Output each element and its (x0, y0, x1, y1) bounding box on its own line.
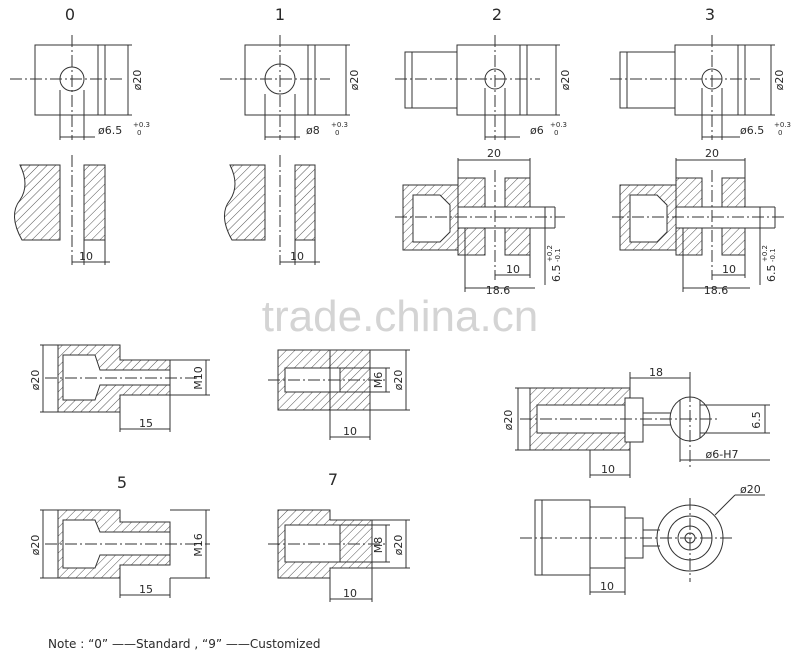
dim-len-type2: 10 (506, 263, 520, 276)
dim-len-type0: 10 (79, 250, 93, 263)
dim-hole-tol-lo-type0: 0 (137, 129, 141, 137)
m16-part-view (40, 509, 210, 598)
dim-len186-type3: 18.6 (704, 284, 729, 297)
dim-thread-m10: M10 (192, 366, 205, 390)
dim-len186-type2: 18.6 (486, 284, 511, 297)
type-number-7: 7 (328, 470, 338, 489)
dim-hole-type1: ø8 (306, 124, 320, 137)
type-number-5: 5 (117, 473, 127, 492)
dim-len-m16: 15 (139, 583, 153, 596)
type3-front-view (610, 35, 775, 140)
m10-part-view (40, 344, 210, 432)
dim-d20-ball-joint: ø20 (502, 410, 515, 431)
dim-len-m8: 10 (343, 587, 357, 600)
dim-thread-m16: M16 (192, 533, 205, 557)
dim-len-top-view: 10 (600, 580, 614, 593)
type2-section-view (395, 158, 565, 292)
dim-hole-type3: ø6.5 (740, 124, 764, 137)
dim-hole-type0: ø6.5 (98, 124, 122, 137)
dim-hole-tol-up-type0: +0.3 (133, 121, 150, 129)
dim-d20-type1: ø20 (348, 70, 361, 91)
dim-hole-type2: ø6 (530, 124, 544, 137)
type3-section-view (612, 158, 785, 292)
dim-width-type3: 20 (705, 147, 719, 160)
footer-note: Note : “0” ——Standard , “9” ——Customized (48, 637, 320, 651)
type-number-0: 0 (65, 5, 75, 24)
dim-len-ball-joint-10: 10 (601, 463, 615, 476)
dim-len-type1: 10 (290, 250, 304, 263)
dim-hole-tol-lo-type1: 0 (335, 129, 339, 137)
dim-d20-type0: ø20 (131, 70, 144, 91)
type2-front-view (395, 35, 560, 140)
dim-len-m10: 15 (139, 417, 153, 430)
dim-len-type3: 10 (722, 263, 736, 276)
dim-d20-type3: ø20 (773, 70, 786, 91)
m6-part-view (268, 349, 410, 440)
ball-joint-part-view (515, 372, 770, 478)
dim-slot-type2: 6.5 (550, 265, 563, 283)
type0-front-view (10, 35, 132, 140)
dim-hole-tol-up-type1: +0.3 (331, 121, 348, 129)
dim-width-ball-joint: 6.5 (750, 411, 763, 429)
dim-d20-m10: ø20 (29, 370, 42, 391)
dim-d20-m8: ø20 (392, 535, 405, 556)
dim-len-ball-joint: 18 (649, 366, 663, 379)
dim-slot-tol-lo-type3: -0.1 (769, 248, 777, 262)
dim-width-type2: 20 (487, 147, 501, 160)
watermark-text: trade.china.cn (262, 292, 538, 341)
dim-thread-m8: M8 (372, 537, 385, 554)
m8-part-view (268, 509, 410, 602)
dim-len-m6: 10 (343, 425, 357, 438)
type-number-2: 2 (492, 5, 502, 24)
dim-thread-m6: M6 (372, 372, 385, 389)
dim-h7-ball-joint: ø6-H7 (706, 448, 739, 461)
type1-section-view (224, 155, 320, 265)
type-number-1: 1 (275, 5, 285, 24)
dim-hole-tol-lo-type2: 0 (554, 129, 558, 137)
dim-d20-m16: ø20 (29, 535, 42, 556)
dim-slot-tol-up-type3: +0.2 (761, 245, 769, 262)
dim-slot-tol-up-type2: +0.2 (546, 245, 554, 262)
dim-d20-top-view: ø20 (740, 483, 761, 496)
type1-front-view (220, 35, 350, 140)
dim-slot-type3: 6.5 (765, 265, 778, 283)
dim-slot-tol-lo-type2: -0.1 (554, 248, 562, 262)
type0-section-view (14, 155, 110, 265)
dim-hole-tol-lo-type3: 0 (778, 129, 782, 137)
dim-hole-tol-up-type3: +0.3 (774, 121, 791, 129)
ball-joint-top-view (520, 494, 765, 595)
dim-d20-type2: ø20 (559, 70, 572, 91)
type-number-3: 3 (705, 5, 715, 24)
dim-d20-m6: ø20 (392, 370, 405, 391)
dim-hole-tol-up-type2: +0.3 (550, 121, 567, 129)
